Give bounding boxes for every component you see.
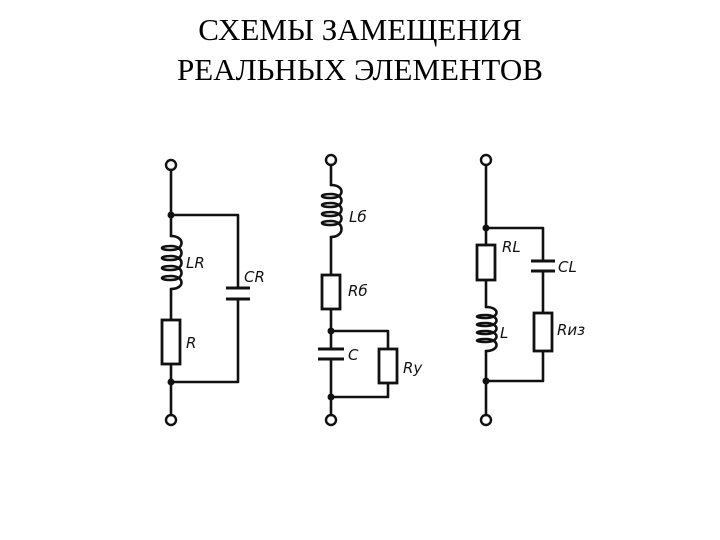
circuit-3-top-node xyxy=(482,224,490,232)
circuit-3-inductor xyxy=(475,305,498,353)
circuit-2-inductor xyxy=(320,183,343,239)
page-title: СХЕМЫ ЗАМЕЩЕНИЯ РЕАЛЬНЫХ ЭЛЕМЕНТОВ xyxy=(0,10,720,90)
circuit-3-capacitor-label: CL xyxy=(558,258,577,276)
circuit-2: Lб Rб C Rу xyxy=(318,153,423,427)
circuit-1-resistor xyxy=(160,318,182,366)
circuit-2-top-node xyxy=(327,327,335,335)
circuit-1-top-terminal xyxy=(164,158,178,172)
circuit-1-capacitor-label: CR xyxy=(244,268,265,286)
circuit-2-top-terminal xyxy=(324,153,338,167)
circuit-3-top-terminal xyxy=(479,153,493,167)
title-line-2: РЕАЛЬНЫХ ЭЛЕМЕНТОВ xyxy=(177,52,543,87)
circuit-2-series-resistor xyxy=(320,273,342,311)
circuit-3-bottom-node xyxy=(482,377,490,385)
circuit-3-inductor-label: L xyxy=(500,324,508,342)
circuit-2-leak-resistor-label: Rу xyxy=(403,359,423,377)
circuit-2-leak-resistor xyxy=(377,347,399,385)
circuit-3-wires xyxy=(484,163,545,417)
circuit-3-insulation-resistor xyxy=(532,311,554,353)
circuit-1-inductor-label: LR xyxy=(186,254,205,272)
circuit-3: RL CL L Rиз xyxy=(475,153,585,427)
circuit-3-resistor-label: RL xyxy=(502,238,521,256)
circuit-2-bottom-terminal xyxy=(324,413,338,427)
circuit-1: LR CR R xyxy=(160,158,265,427)
circuit-1-wires xyxy=(169,168,240,417)
circuit-2-inductor-label: Lб xyxy=(349,208,367,226)
circuit-1-top-node xyxy=(167,211,175,219)
circuit-3-series-resistor xyxy=(475,243,497,282)
circuit-1-bottom-terminal xyxy=(164,413,178,427)
circuit-2-capacitor-label: C xyxy=(348,346,359,364)
title-line-1: СХЕМЫ ЗАМЕЩЕНИЯ xyxy=(198,12,522,47)
circuit-2-series-resistor-label: Rб xyxy=(348,282,368,300)
circuit-3-bottom-terminal xyxy=(479,413,493,427)
circuit-2-bottom-node xyxy=(327,393,335,401)
circuit-1-resistor-label: R xyxy=(186,334,196,352)
circuit-1-inductor xyxy=(160,234,183,291)
circuit-3-insulation-resistor-label: Rиз xyxy=(557,321,585,339)
circuit-1-bottom-node xyxy=(167,378,175,386)
